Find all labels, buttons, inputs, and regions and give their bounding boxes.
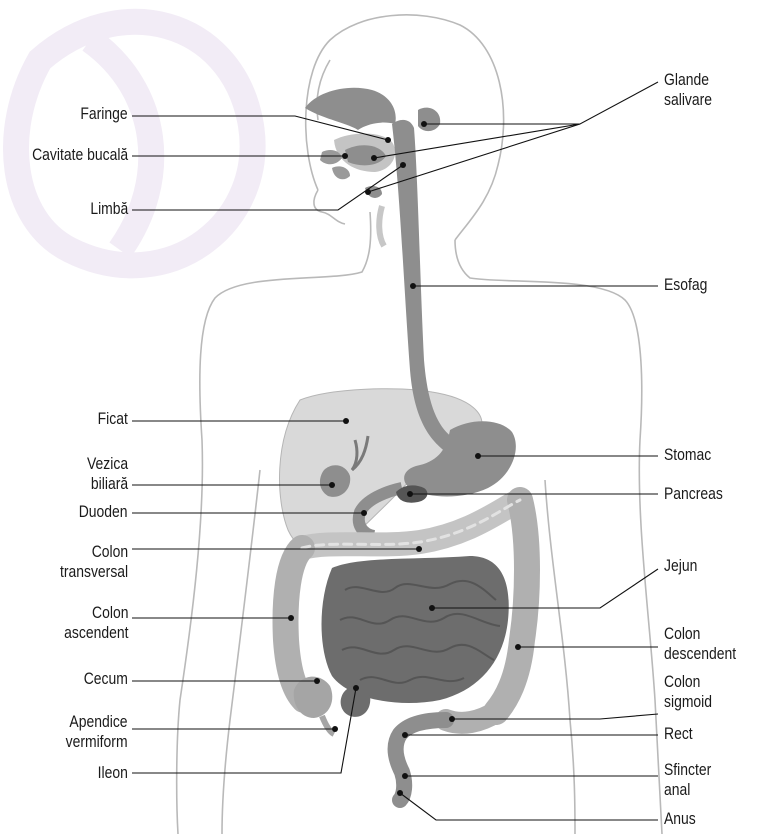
- label-apendice-vermiform: Apendice vermiform: [66, 712, 128, 752]
- label-stomac: Stomac: [664, 445, 711, 465]
- label-colon-transversal: Colon transversal: [60, 542, 128, 582]
- label-limba: Limbă: [90, 199, 128, 219]
- label-rect: Rect: [664, 724, 693, 744]
- label-colon-sigmoid: Colon sigmoid: [664, 672, 712, 712]
- label-glande-salivare: Glande salivare: [664, 70, 712, 110]
- head-organs: [305, 88, 440, 246]
- label-colon-ascendent: Colon ascendent: [64, 603, 128, 643]
- label-ficat: Ficat: [98, 409, 128, 429]
- rectum-shape: [396, 720, 446, 800]
- small-intestine: [322, 556, 509, 703]
- label-pancreas: Pancreas: [664, 484, 723, 504]
- watermark-logo: [16, 22, 253, 265]
- label-anus: Anus: [664, 809, 696, 829]
- label-vezica-biliara: Vezica biliară: [87, 454, 128, 494]
- label-colon-descendent: Colon descendent: [664, 624, 736, 664]
- cecum-shape: [294, 677, 334, 734]
- label-jejun: Jejun: [664, 556, 697, 576]
- label-duoden: Duoden: [79, 502, 128, 522]
- label-sfincter-anal: Sfincter anal: [664, 760, 711, 800]
- label-ileon: Ileon: [98, 763, 128, 783]
- label-esofag: Esofag: [664, 275, 707, 295]
- label-cavitate-bucala: Cavitate bucală: [32, 145, 128, 165]
- label-cecum: Cecum: [84, 669, 128, 689]
- label-faringe: Faringe: [81, 104, 128, 124]
